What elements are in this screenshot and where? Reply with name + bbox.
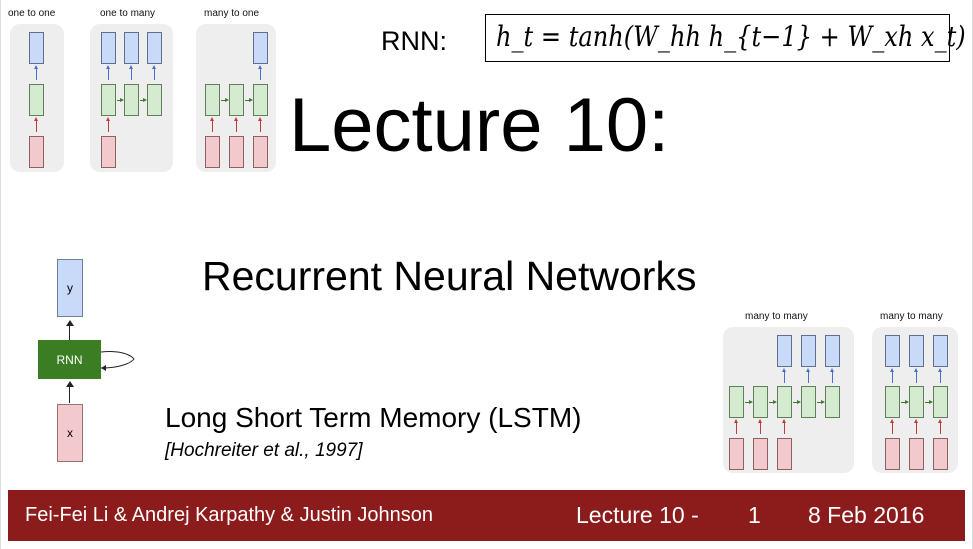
rnn-formula-text: h_t = tanh(W_hh h_{t−1} + W_xh x_t) xyxy=(496,20,966,53)
rnn-label: RNN: xyxy=(381,26,447,56)
lstm-reference: [Hochreiter et al., 1997] xyxy=(165,440,363,461)
lecture-title: Lecture 10: xyxy=(289,83,670,168)
one-to-one-label: one to one xyxy=(8,8,56,19)
rnn-arrow-up-bottom xyxy=(69,386,70,403)
footer-authors: Fei-Fei Li & Andrej Karpathy & Justin Jo… xyxy=(25,504,433,526)
one-to-one-diagram xyxy=(10,24,64,172)
rnn-recurrent-loop xyxy=(100,351,135,371)
rnn-cell: RNN xyxy=(38,340,101,379)
footer-date: 8 Feb 2016 xyxy=(808,502,925,528)
footer-lecture: Lecture 10 - xyxy=(576,502,699,528)
many-to-many-label-2: many to many xyxy=(880,311,943,322)
many-to-one-diagram xyxy=(196,24,276,172)
many-to-many-diagram-2 xyxy=(872,327,958,473)
rnn-cell-label: RNN xyxy=(56,352,83,367)
one-to-many-label: one to many xyxy=(100,8,156,19)
lecture-subtitle: Recurrent Neural Networks xyxy=(202,253,697,299)
slide-footer: Fei-Fei Li & Andrej Karpathy & Justin Jo… xyxy=(8,490,965,541)
rnn-arrow-up-top xyxy=(69,324,70,340)
footer-page-number: 1 xyxy=(748,502,761,528)
rnn-output-box: y xyxy=(57,259,83,317)
lstm-title: Long Short Term Memory (LSTM) xyxy=(165,402,582,433)
rnn-input-label: x xyxy=(67,426,73,440)
rnn-input-box: x xyxy=(57,404,83,462)
rnn-output-label: y xyxy=(67,281,73,295)
rnn-formula: h_t = tanh(W_hh h_{t−1} + W_xh x_t) xyxy=(485,14,966,62)
many-to-one-label: many to one xyxy=(204,8,260,19)
many-to-many-label-1: many to many xyxy=(745,311,808,322)
many-to-many-diagram-1 xyxy=(723,327,854,473)
one-to-many-diagram xyxy=(90,24,173,172)
